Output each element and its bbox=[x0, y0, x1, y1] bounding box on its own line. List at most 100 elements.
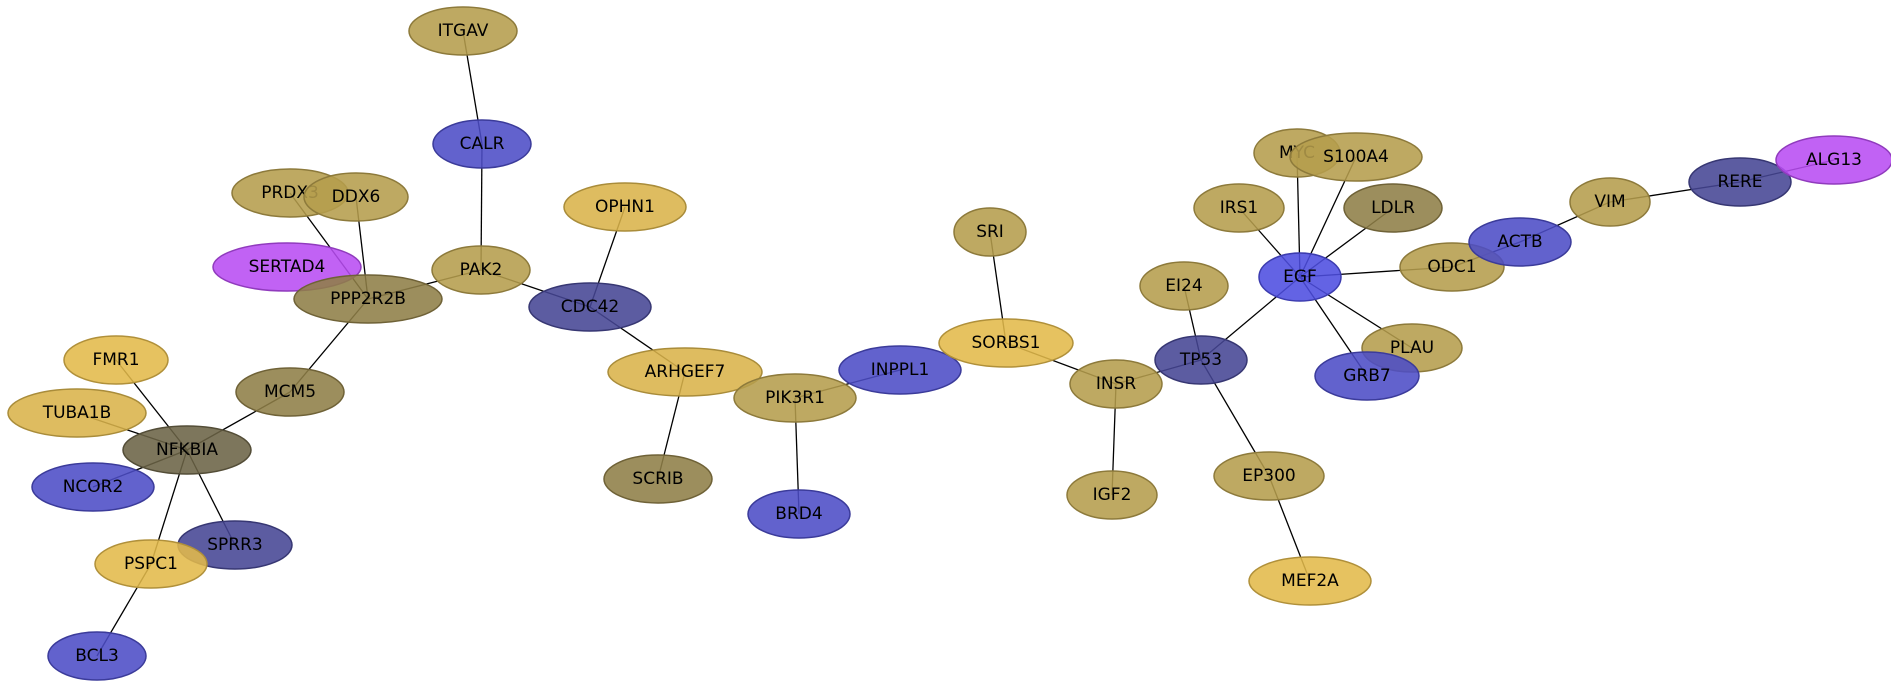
node-sorbs1[interactable]: SORBS1 bbox=[938, 318, 1074, 368]
node-label-actb: ACTB bbox=[1497, 232, 1542, 252]
node-ep300[interactable]: EP300 bbox=[1213, 451, 1325, 501]
node-label-scrib: SCRIB bbox=[632, 469, 683, 489]
node-pak2[interactable]: PAK2 bbox=[431, 245, 531, 295]
node-label-ophn1: OPHN1 bbox=[595, 197, 655, 217]
node-shape-vim bbox=[1569, 177, 1651, 227]
node-arhgef7[interactable]: ARHGEF7 bbox=[607, 347, 763, 397]
node-ddx6[interactable]: DDX6 bbox=[303, 172, 409, 222]
node-fmr1[interactable]: FMR1 bbox=[63, 335, 169, 385]
node-shape-pspc1 bbox=[94, 539, 208, 589]
node-sprr3[interactable]: SPRR3 bbox=[177, 520, 293, 570]
node-label-mef2a: MEF2A bbox=[1281, 571, 1339, 591]
node-shape-ep300 bbox=[1213, 451, 1325, 501]
node-label-insr: INSR bbox=[1096, 374, 1137, 394]
node-shape-ddx6 bbox=[303, 172, 409, 222]
node-shape-irs1 bbox=[1193, 183, 1285, 233]
node-label-ei24: EI24 bbox=[1165, 276, 1202, 296]
node-label-fmr1: FMR1 bbox=[92, 350, 139, 370]
node-ncor2[interactable]: NCOR2 bbox=[31, 462, 155, 512]
node-shape-mcm5 bbox=[235, 367, 345, 417]
node-grb7[interactable]: GRB7 bbox=[1314, 351, 1420, 401]
node-actb[interactable]: ACTB bbox=[1468, 217, 1572, 267]
node-shape-egf bbox=[1258, 252, 1342, 302]
node-label-ppp2r2b: PPP2R2B bbox=[330, 289, 406, 309]
node-bcl3[interactable]: BCL3 bbox=[47, 631, 147, 681]
node-label-rere: RERE bbox=[1717, 172, 1762, 192]
node-pik3r1[interactable]: PIK3R1 bbox=[733, 373, 857, 423]
node-label-pspc1: PSPC1 bbox=[124, 554, 178, 574]
node-label-brd4: BRD4 bbox=[775, 504, 822, 524]
node-shape-calr bbox=[432, 119, 532, 169]
node-rere[interactable]: RERE bbox=[1688, 157, 1792, 207]
node-tp53[interactable]: TP53 bbox=[1154, 335, 1248, 385]
node-label-ddx6: DDX6 bbox=[332, 187, 381, 207]
node-calr[interactable]: CALR bbox=[432, 119, 532, 169]
node-label-egf: EGF bbox=[1283, 267, 1317, 287]
node-shape-alg13 bbox=[1775, 135, 1891, 185]
node-label-calr: CALR bbox=[460, 134, 505, 154]
node-label-pak2: PAK2 bbox=[460, 260, 503, 280]
node-shape-scrib bbox=[603, 454, 713, 504]
node-cdc42[interactable]: CDC42 bbox=[528, 282, 652, 332]
node-inppl1[interactable]: INPPL1 bbox=[838, 345, 962, 395]
node-label-sertad4: SERTAD4 bbox=[249, 257, 326, 277]
node-shape-s100a4 bbox=[1289, 132, 1423, 182]
node-egf[interactable]: EGF bbox=[1258, 252, 1342, 302]
node-label-mcm5: MCM5 bbox=[264, 382, 316, 402]
node-label-vim: VIM bbox=[1594, 192, 1625, 212]
node-shape-sri bbox=[953, 207, 1027, 257]
node-vim[interactable]: VIM bbox=[1569, 177, 1651, 227]
node-label-sorbs1: SORBS1 bbox=[972, 333, 1041, 353]
node-ei24[interactable]: EI24 bbox=[1139, 261, 1229, 311]
node-label-irs1: IRS1 bbox=[1220, 198, 1258, 218]
node-itgav[interactable]: ITGAV bbox=[408, 6, 518, 56]
node-ldlr[interactable]: LDLR bbox=[1343, 183, 1443, 233]
node-shape-tp53 bbox=[1154, 335, 1248, 385]
node-label-ncor2: NCOR2 bbox=[63, 477, 124, 497]
node-igf2[interactable]: IGF2 bbox=[1066, 470, 1158, 520]
node-shape-pik3r1 bbox=[733, 373, 857, 423]
node-shape-grb7 bbox=[1314, 351, 1420, 401]
node-shape-igf2 bbox=[1066, 470, 1158, 520]
node-label-arhgef7: ARHGEF7 bbox=[645, 362, 726, 382]
node-shape-ei24 bbox=[1139, 261, 1229, 311]
node-shape-cdc42 bbox=[528, 282, 652, 332]
node-label-cdc42: CDC42 bbox=[561, 297, 619, 317]
node-shape-nfkbia bbox=[122, 425, 252, 475]
node-brd4[interactable]: BRD4 bbox=[747, 489, 851, 539]
node-mcm5[interactable]: MCM5 bbox=[235, 367, 345, 417]
node-shape-ophn1 bbox=[563, 182, 687, 232]
node-label-sri: SRI bbox=[976, 222, 1004, 242]
node-s100a4[interactable]: S100A4 bbox=[1289, 132, 1423, 182]
node-nfkbia[interactable]: NFKBIA bbox=[122, 425, 252, 475]
node-alg13[interactable]: ALG13 bbox=[1775, 135, 1891, 185]
node-irs1[interactable]: IRS1 bbox=[1193, 183, 1285, 233]
node-label-bcl3: BCL3 bbox=[75, 646, 119, 666]
node-shape-tuba1b bbox=[7, 388, 147, 438]
node-ophn1[interactable]: OPHN1 bbox=[563, 182, 687, 232]
node-shape-inppl1 bbox=[838, 345, 962, 395]
node-label-igf2: IGF2 bbox=[1093, 485, 1132, 505]
node-shape-ncor2 bbox=[31, 462, 155, 512]
node-sri[interactable]: SRI bbox=[953, 207, 1027, 257]
node-label-plau: PLAU bbox=[1390, 338, 1434, 358]
node-label-nfkbia: NFKBIA bbox=[156, 440, 218, 460]
node-insr[interactable]: INSR bbox=[1069, 359, 1163, 409]
node-shape-brd4 bbox=[747, 489, 851, 539]
node-scrib[interactable]: SCRIB bbox=[603, 454, 713, 504]
node-ppp2r2b[interactable]: PPP2R2B bbox=[293, 274, 443, 324]
node-mef2a[interactable]: MEF2A bbox=[1248, 556, 1372, 606]
node-label-odc1: ODC1 bbox=[1427, 257, 1476, 277]
node-tuba1b[interactable]: TUBA1B bbox=[7, 388, 147, 438]
node-label-tuba1b: TUBA1B bbox=[42, 403, 112, 423]
node-shape-pak2 bbox=[431, 245, 531, 295]
node-shape-ppp2r2b bbox=[293, 274, 443, 324]
node-label-ep300: EP300 bbox=[1242, 466, 1295, 486]
node-label-grb7: GRB7 bbox=[1343, 366, 1390, 386]
node-shape-ldlr bbox=[1343, 183, 1443, 233]
node-label-s100a4: S100A4 bbox=[1323, 147, 1389, 167]
node-shape-mef2a bbox=[1248, 556, 1372, 606]
node-pspc1[interactable]: PSPC1 bbox=[94, 539, 208, 589]
